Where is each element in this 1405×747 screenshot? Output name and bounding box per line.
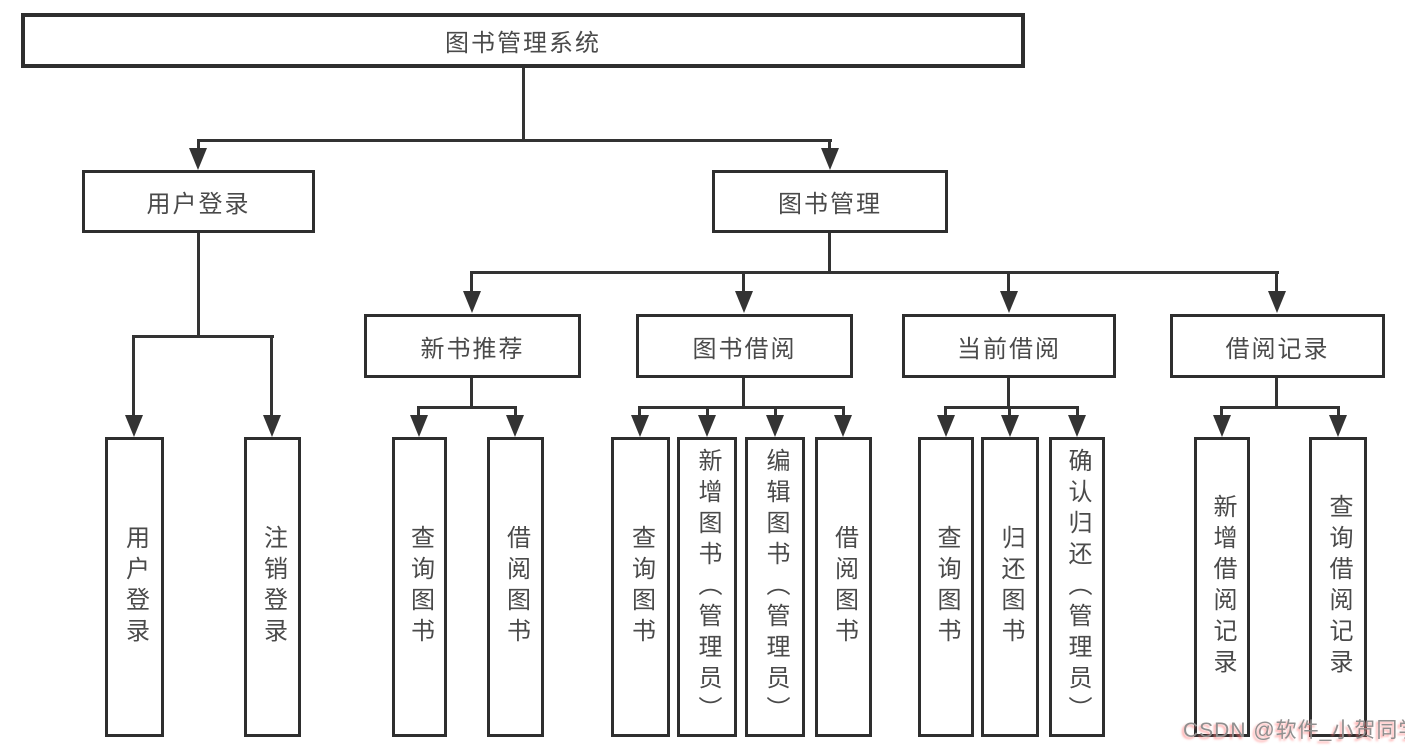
arrowhead-new-book (463, 291, 481, 313)
connector-new-book-drop (470, 376, 473, 409)
node-user-login: 用户登录 (82, 170, 315, 233)
connector-user-login-drop (197, 233, 200, 337)
leaf-records-add-borrow-record: 新增借阅记录 (1194, 437, 1250, 737)
arrowhead-nb-query (410, 415, 428, 437)
arrowhead-bb-add (698, 415, 716, 437)
arrowhead-br-query (1329, 415, 1347, 437)
connector-stem-bb-edit (774, 406, 777, 419)
connector-user-login-branch (132, 335, 274, 338)
csdn-watermark: CSDN @软件_小贺同学 (1183, 719, 1405, 742)
arrowhead-nb-borrow (506, 415, 524, 437)
connector-stem-bb-query (638, 406, 641, 419)
arrowhead-book-borrow (735, 291, 753, 313)
connector-stem-new-book (470, 271, 473, 295)
connector-root-drop (522, 68, 525, 140)
node-book-management: 图书管理 (712, 170, 948, 233)
connector-borrow-record-drop (1275, 376, 1278, 409)
connector-current-borrow-branch (944, 406, 1079, 409)
connector-new-book-branch (417, 406, 517, 409)
connector-stem-cb-return (1008, 406, 1011, 419)
connector-stem-bb-add (706, 406, 709, 419)
node-new-book-recommend: 新书推荐 (364, 314, 581, 378)
connector-stem-current-borrow (1007, 271, 1010, 295)
leaf-current-query-books: 查询图书 (918, 437, 974, 737)
arrowhead-cb-query (937, 415, 955, 437)
arrowhead-cb-confirm (1068, 415, 1086, 437)
connector-stem-user-login (197, 139, 200, 153)
connector-book-borrow-branch (638, 406, 845, 409)
leaf-borrowing-query-books: 查询图书 (611, 437, 670, 737)
arrowhead-bb-borrow (834, 415, 852, 437)
leaf-records-query-borrow-record: 查询借阅记录 (1309, 437, 1367, 737)
connector-stem-nb-query (417, 406, 420, 419)
node-current-borrowing: 当前借阅 (902, 314, 1116, 378)
arrowhead-leaf-logout (263, 415, 281, 437)
arrowhead-bb-query (631, 415, 649, 437)
connector-stem-br-query (1337, 406, 1340, 419)
leaf-recommend-query-books: 查询图书 (392, 437, 447, 737)
connector-stem-bb-borrow (842, 406, 845, 419)
leaf-current-confirm-return-admin: 确认归还（管理员） (1049, 437, 1105, 737)
connector-stem-cb-confirm (1076, 406, 1079, 419)
connector-stem-book-mgmt (828, 139, 831, 153)
arrowhead-book-mgmt (821, 148, 839, 170)
node-root-library-system: 图书管理系统 (21, 13, 1025, 68)
connector-borrow-record-branch (1220, 406, 1340, 409)
node-book-borrowing: 图书借阅 (636, 314, 853, 378)
leaf-borrowing-borrow-books: 借阅图书 (815, 437, 872, 737)
connector-level2-branch (197, 139, 832, 142)
leaf-logout: 注销登录 (244, 437, 301, 737)
connector-stem-leaf-logout (270, 335, 273, 417)
arrowhead-cb-return (1001, 415, 1019, 437)
connector-stem-br-add (1220, 406, 1223, 419)
leaf-borrowing-edit-books-admin: 编辑图书（管理员） (745, 437, 805, 737)
connector-stem-borrow-record (1275, 271, 1278, 295)
leaf-recommend-borrow-books: 借阅图书 (487, 437, 544, 737)
connector-book-borrow-drop (742, 376, 745, 409)
connector-current-borrow-drop (1007, 376, 1010, 409)
arrowhead-br-add (1213, 415, 1231, 437)
connector-stem-leaf-user-login (132, 335, 135, 417)
connector-level3-branch (470, 271, 1279, 274)
leaf-user-login: 用户登录 (105, 437, 164, 737)
connector-book-mgmt-drop (828, 233, 831, 273)
connector-stem-nb-borrow (514, 406, 517, 419)
arrowhead-bb-edit (766, 415, 784, 437)
node-borrow-records: 借阅记录 (1170, 314, 1385, 378)
connector-stem-cb-query (944, 406, 947, 419)
leaf-borrowing-add-books-admin: 新增图书（管理员） (677, 437, 737, 737)
arrowhead-current-borrow (1000, 291, 1018, 313)
arrowhead-borrow-record (1268, 291, 1286, 313)
arrowhead-leaf-user-login (125, 415, 143, 437)
arrowhead-user-login (189, 148, 207, 170)
connector-stem-book-borrow (742, 271, 745, 295)
leaf-current-return-books: 归还图书 (981, 437, 1039, 737)
